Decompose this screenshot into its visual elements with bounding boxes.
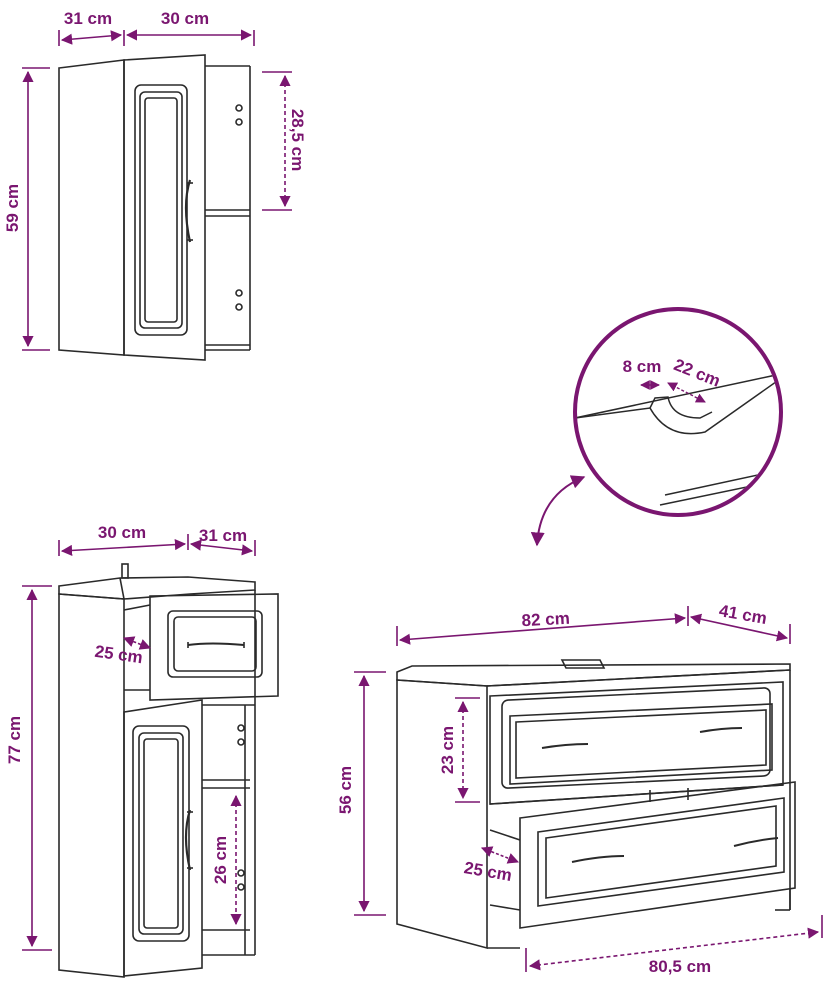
vanity-dimension-lines	[354, 606, 823, 972]
tall-cabinet-drawer-depth-label: 25 cm	[94, 642, 144, 668]
wall-cabinet-shelf-gap-label: 28,5 cm	[288, 109, 307, 171]
tall-cabinet-height-label: 77 cm	[5, 716, 24, 764]
vanity-base-width-label: 80,5 cm	[649, 957, 711, 976]
wall-cabinet-width-label: 30 cm	[161, 9, 209, 28]
vanity-width-label: 82 cm	[521, 609, 570, 630]
tall-cabinet-drawing	[58, 563, 279, 978]
wall-cabinet-drawing	[58, 54, 251, 361]
tall-cabinet-width-label: 30 cm	[98, 523, 146, 542]
wall-cabinet-dimension-lines	[22, 29, 292, 351]
vanity-drawer-height-label: 23 cm	[438, 726, 457, 774]
wall-cabinet-depth-label: 31 cm	[64, 9, 112, 28]
sink-detail-callout	[530, 307, 783, 547]
sink-notch-width-label: 8 cm	[623, 357, 662, 376]
vanity-drawing	[396, 659, 796, 950]
vanity-height-label: 56 cm	[336, 766, 355, 814]
tall-cabinet-shelf-gap-label: 26 cm	[211, 836, 230, 884]
vanity-drawer-depth-label: 25 cm	[463, 858, 514, 885]
tall-cabinet-depth-label: 31 cm	[199, 526, 247, 545]
tall-cabinet-dimension-lines	[22, 534, 256, 951]
wall-cabinet-height-label: 59 cm	[3, 184, 22, 232]
